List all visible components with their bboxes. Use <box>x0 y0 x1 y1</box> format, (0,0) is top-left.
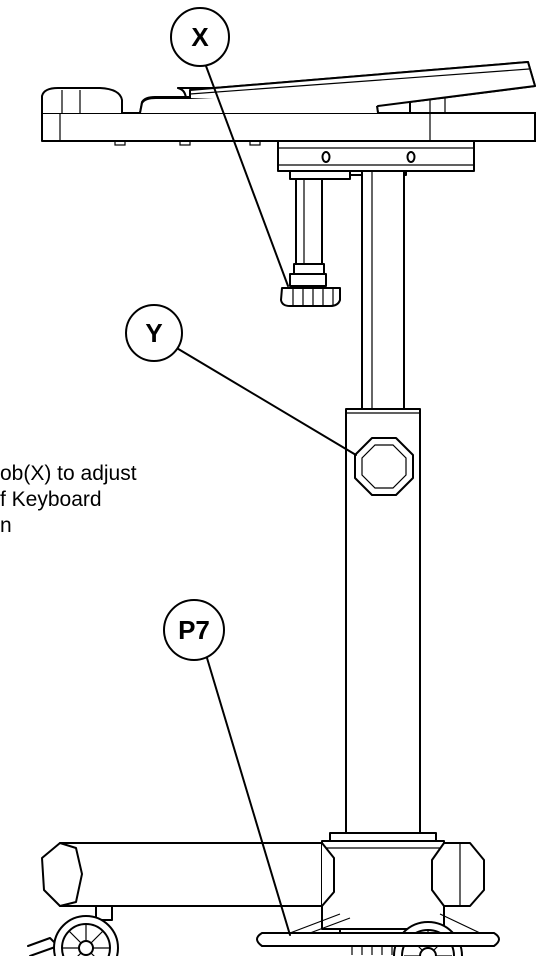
knob-x <box>280 287 341 307</box>
clamp-bracket <box>277 140 475 176</box>
callout-p7: P7 <box>163 599 225 661</box>
adjust-rod <box>289 170 351 287</box>
instruction-text: ob(X) to adjust f Keyboard n <box>0 461 240 539</box>
callout-x-label: X <box>191 22 209 52</box>
instruction-line-2: f Keyboard <box>0 488 102 511</box>
base-arm-left <box>41 842 335 907</box>
base-collar <box>321 832 445 930</box>
leader-line-y <box>174 346 357 456</box>
callout-y-label: Y <box>145 318 162 348</box>
callout-y: Y <box>125 304 183 362</box>
callout-p7-label: P7 <box>178 615 210 645</box>
instruction-line-3: n <box>0 514 12 537</box>
leader-line-p7 <box>206 657 291 936</box>
base-arm-right <box>431 842 485 907</box>
bolt-y <box>354 437 414 496</box>
upper-column <box>361 170 405 410</box>
leader-line-x <box>205 65 289 287</box>
tray-slab-body <box>41 61 536 146</box>
callout-x: X <box>170 7 230 67</box>
caster-wheel-left <box>27 905 119 956</box>
foot-pedal <box>256 913 500 947</box>
instruction-line-1: ob(X) to adjust <box>0 462 137 485</box>
